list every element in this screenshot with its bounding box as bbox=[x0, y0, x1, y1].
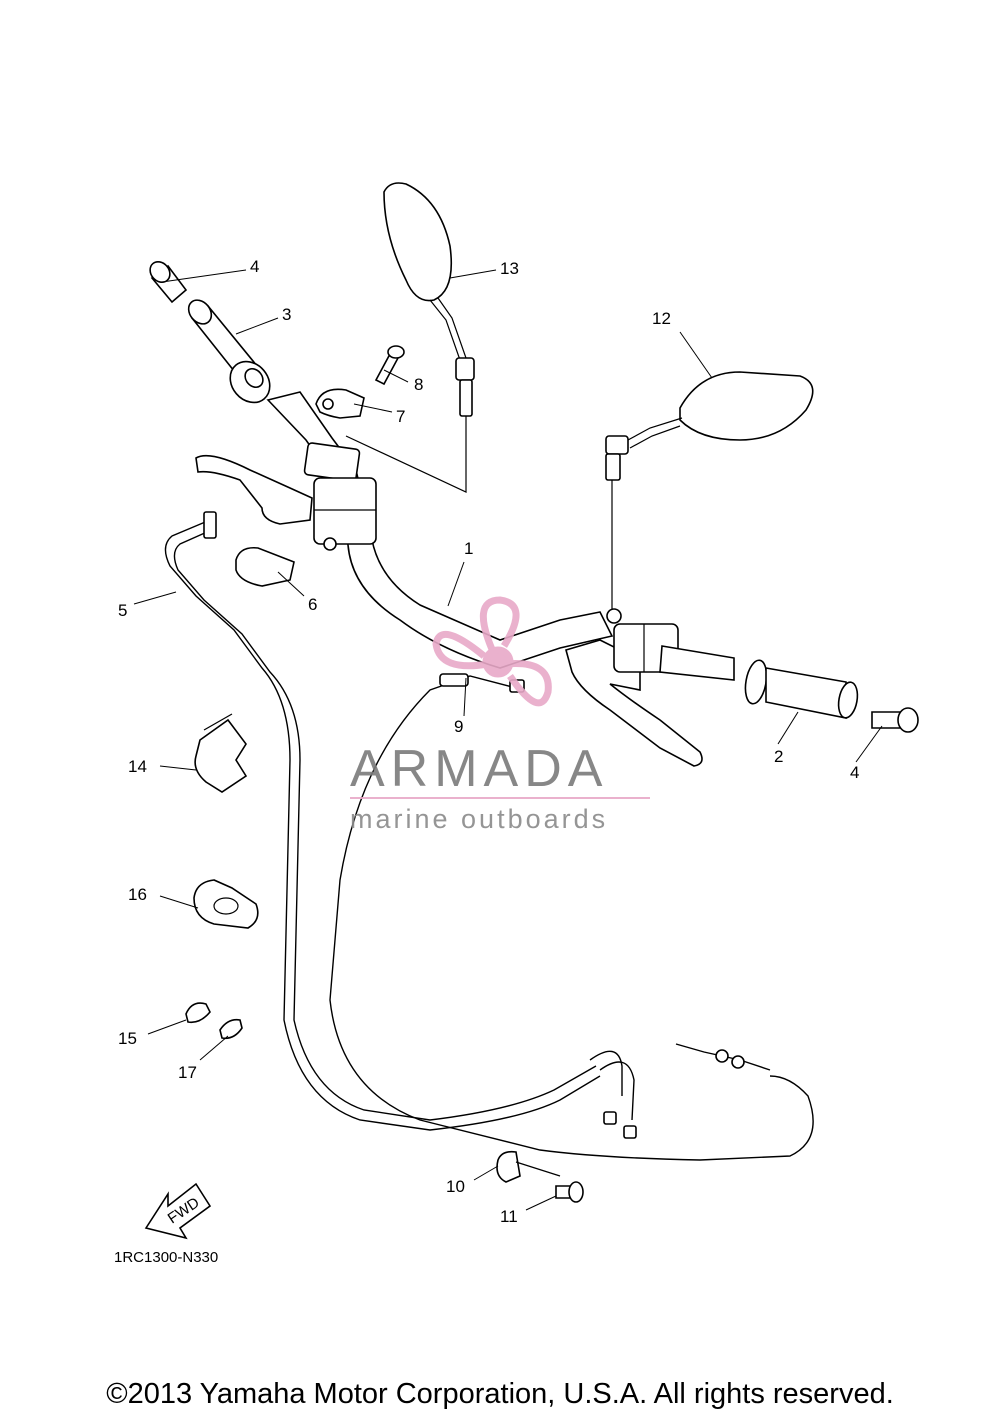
callout-13: 13 bbox=[500, 259, 519, 278]
cable-guide bbox=[194, 713, 248, 793]
callout-8: 8 bbox=[414, 375, 423, 394]
left-grip bbox=[187, 299, 271, 404]
callout-1: 1 bbox=[464, 539, 473, 558]
callout-4-right: 4 bbox=[850, 763, 859, 782]
callout-15: 15 bbox=[118, 1029, 137, 1048]
band-17 bbox=[219, 1018, 243, 1040]
callout-4-left: 4 bbox=[250, 257, 259, 276]
clamp-lower bbox=[235, 546, 295, 587]
callout-17: 17 bbox=[178, 1063, 197, 1082]
watermark-name: ARMADA bbox=[350, 740, 608, 798]
callout-3: 3 bbox=[282, 305, 291, 324]
callout-7: 7 bbox=[396, 407, 405, 426]
leader-lines bbox=[133, 269, 883, 1211]
mirror-right bbox=[605, 371, 814, 610]
callout-numbers: 1 2 3 4 4 5 6 7 8 9 10 11 12 13 14 15 16… bbox=[118, 257, 859, 1226]
callout-5: 5 bbox=[118, 601, 127, 620]
screw-11 bbox=[555, 1181, 584, 1203]
left-bar-end-weight bbox=[149, 260, 188, 304]
callout-16: 16 bbox=[128, 885, 147, 904]
callout-2: 2 bbox=[774, 747, 783, 766]
clamp-upper bbox=[315, 388, 365, 419]
mirror-left bbox=[345, 182, 475, 493]
throttle-grip bbox=[659, 645, 859, 719]
cable-holder bbox=[193, 879, 259, 929]
callout-9: 9 bbox=[454, 717, 463, 736]
callout-10: 10 bbox=[446, 1177, 465, 1196]
diagram-code: 1RC1300-N330 bbox=[114, 1249, 218, 1266]
callout-11: 11 bbox=[500, 1207, 518, 1226]
copyright-notice: ©2013 Yamaha Motor Corporation, U.S.A. A… bbox=[106, 1378, 894, 1410]
left-lever-assembly bbox=[195, 442, 377, 551]
callout-12: 12 bbox=[652, 309, 671, 328]
throttle-cable bbox=[329, 673, 814, 1161]
callout-14: 14 bbox=[128, 757, 147, 776]
watermark: ARMADA marine outboards bbox=[350, 596, 650, 834]
bolt-8 bbox=[374, 345, 405, 386]
callout-6: 6 bbox=[308, 595, 317, 614]
fwd-arrow: FWD bbox=[144, 1182, 212, 1240]
handlebar bbox=[266, 391, 614, 669]
band-15 bbox=[185, 1002, 211, 1024]
watermark-tagline: marine outboards bbox=[350, 804, 608, 834]
right-bar-end-weight bbox=[871, 707, 919, 733]
holder-10 bbox=[496, 1150, 561, 1183]
clutch-cable bbox=[164, 511, 637, 1139]
watermark-propeller-logo bbox=[432, 596, 552, 707]
